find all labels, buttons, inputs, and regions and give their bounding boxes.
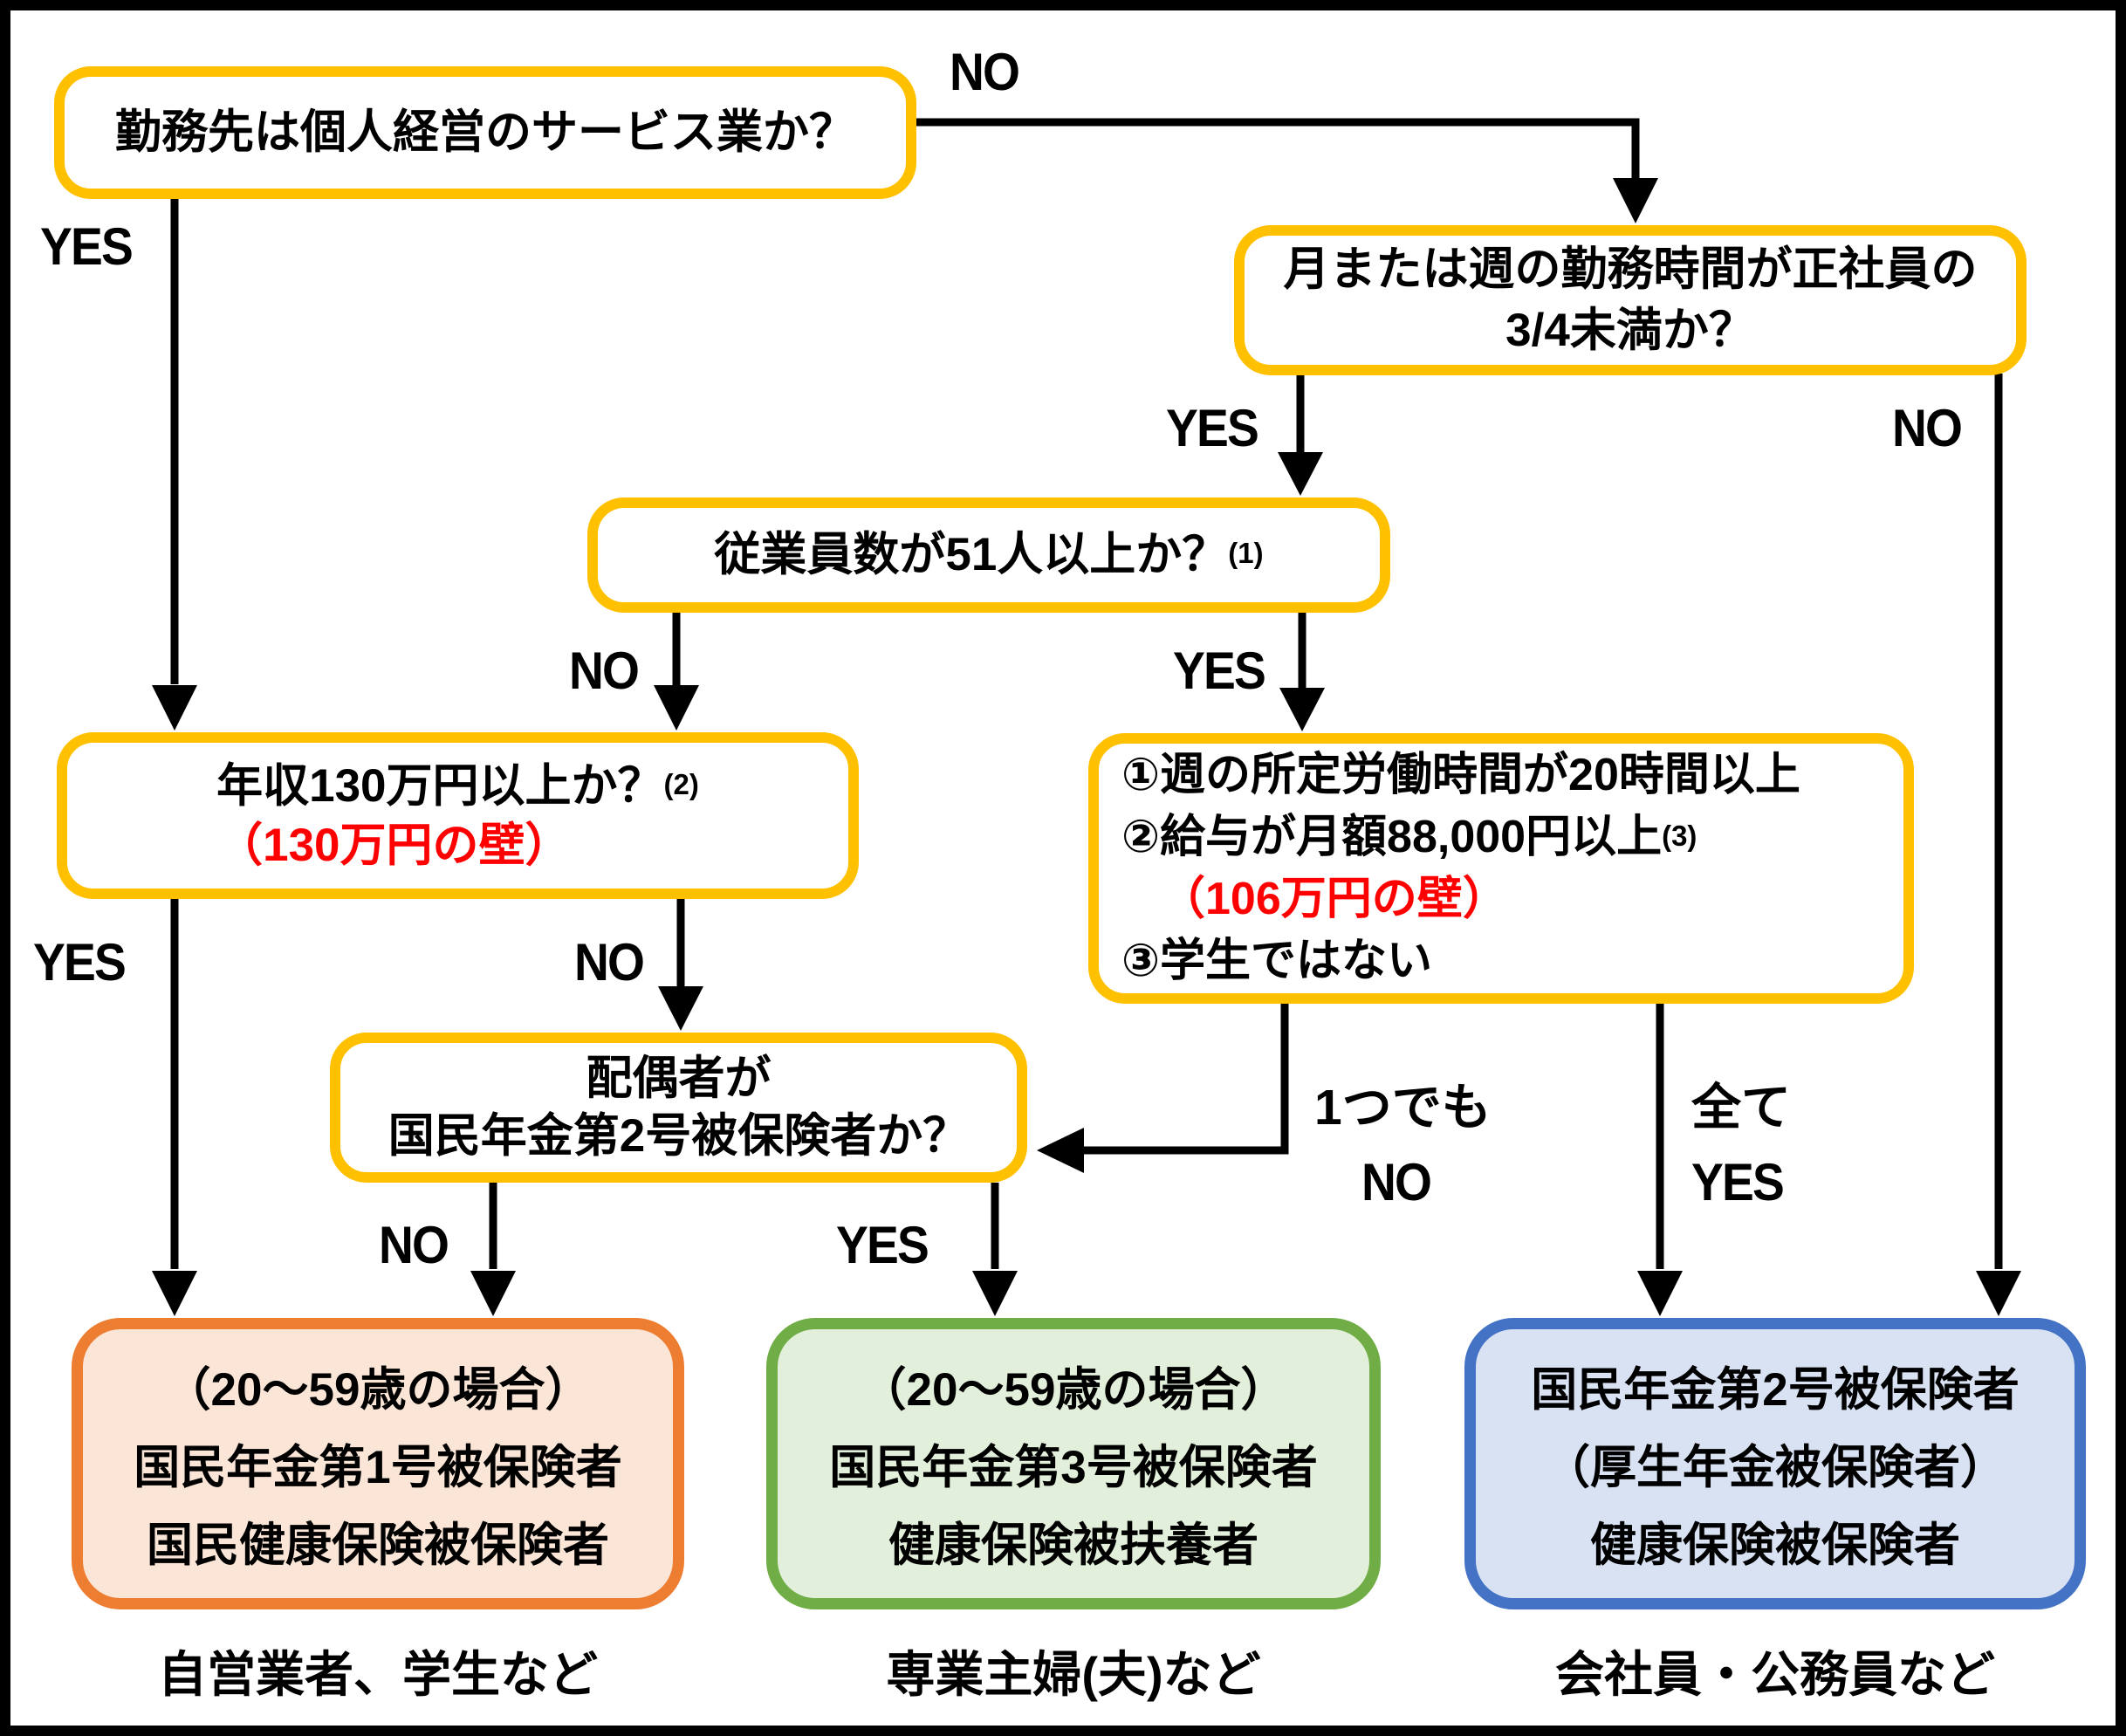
arrowhead-hours-no bbox=[1976, 1271, 2021, 1316]
footnote-marker-2: (2) bbox=[663, 767, 699, 800]
result-category1-line2: 国民年金第1号被保険者 bbox=[134, 1442, 622, 1493]
arrowhead-employees-no bbox=[654, 685, 699, 731]
note-130man-wall: （130万円の壁） bbox=[216, 819, 572, 871]
decision-box-work-hours-line2: 3/4未満か？ bbox=[1505, 305, 1755, 356]
decision-box-income-130-block: 年収130万円以上か？(2) （130万円の壁） bbox=[216, 757, 699, 875]
label-income-yes: YES bbox=[33, 933, 127, 992]
arrowhead-conditions-all-yes bbox=[1637, 1271, 1683, 1316]
decision-box-employee-count: 従業員数が51人以上か？(1) bbox=[587, 497, 1390, 613]
decision-box-spouse: 配偶者が 国民年金第2号被保険者か？ bbox=[330, 1033, 1027, 1183]
decision-box-spouse-line1: 配偶者が bbox=[586, 1053, 772, 1104]
note-106man-wall: （106万円の壁） bbox=[1160, 874, 1508, 924]
arrowhead-conditions-any-no bbox=[1037, 1128, 1084, 1173]
connector-lines bbox=[152, 118, 2021, 1316]
caption-category2: 会社員・公務員など bbox=[1555, 1647, 1995, 1702]
label-hours-yes: YES bbox=[1166, 399, 1259, 457]
arrowhead-spouse-yes bbox=[972, 1271, 1018, 1316]
label-conditions-any-no-2: NO bbox=[1361, 1153, 1432, 1211]
result-category3-line2: 国民年金第3号被保険者 bbox=[829, 1442, 1318, 1493]
decision-box-workplace: 勤務先は個人経営のサービス業か？ bbox=[54, 66, 916, 199]
label-hours-no: NO bbox=[1892, 399, 1963, 457]
label-conditions-all-yes-1: 全て bbox=[1691, 1080, 1791, 1136]
label-employees-no: NO bbox=[569, 642, 640, 700]
edge-conditions-any-no bbox=[1082, 1004, 1289, 1155]
footnote-marker-3: (3) bbox=[1662, 820, 1697, 852]
label-conditions-any-no-1: 1つでも bbox=[1314, 1080, 1492, 1136]
label-spouse-yes: YES bbox=[836, 1216, 929, 1274]
decision-box-income-130-question: 年収130万円以上か？(2) bbox=[216, 759, 699, 812]
label-workplace-no: NO bbox=[950, 43, 1020, 101]
condition-item-2: ②給与が月額88,000円以上(3) bbox=[1121, 812, 1697, 862]
decision-box-work-hours: 月または週の勤務時間が正社員の 3/4未満か？ bbox=[1234, 225, 2027, 375]
caption-category1: 自営業者、学生など bbox=[158, 1647, 598, 1702]
arrowhead-spouse-no bbox=[470, 1271, 516, 1316]
result-category3-line3: 健康保険被扶養者 bbox=[888, 1520, 1258, 1571]
decision-box-spouse-line2: 国民年金第2号被保険者か？ bbox=[387, 1110, 970, 1162]
result-box-category3: （20～59歳の場合） 国民年金第3号被保険者 健康保険被扶養者 bbox=[766, 1318, 1381, 1609]
arrowhead-income-yes bbox=[152, 1271, 197, 1316]
arrowhead-income-no bbox=[658, 986, 703, 1031]
arrowhead-employees-yes bbox=[1279, 688, 1325, 731]
decision-box-income-130: 年収130万円以上か？(2) （130万円の壁） bbox=[57, 732, 859, 899]
decision-box-work-hours-line1: 月または週の勤務時間が正社員の bbox=[1283, 244, 1978, 295]
label-income-no: NO bbox=[574, 933, 645, 992]
edge-workplace-no bbox=[916, 118, 1640, 180]
result-category3-line1: （20～59歳の場合） bbox=[860, 1364, 1287, 1416]
arrowhead-hours-yes bbox=[1278, 452, 1323, 496]
condition-item-1: ①週の所定労働時間が20時間以上 bbox=[1121, 750, 1800, 800]
caption-category3: 専業主婦(夫)など bbox=[886, 1647, 1261, 1702]
label-employees-yes: YES bbox=[1173, 642, 1266, 700]
label-workplace-yes: YES bbox=[40, 217, 134, 276]
label-spouse-no: NO bbox=[379, 1216, 449, 1274]
decision-box-part-time-conditions: ①週の所定労働時間が20時間以上 ②給与が月額88,000円以上(3) （106… bbox=[1088, 733, 1914, 1004]
label-conditions-all-yes-2: YES bbox=[1691, 1153, 1785, 1211]
result-category1-line3: 国民健康保険被保険者 bbox=[147, 1520, 609, 1571]
arrowhead-workplace-yes bbox=[152, 685, 197, 731]
result-box-category1: （20～59歳の場合） 国民年金第1号被保険者 国民健康保険被保険者 bbox=[72, 1318, 684, 1609]
result-category1-line1: （20～59歳の場合） bbox=[164, 1364, 592, 1416]
result-category2-line3: 健康保険被保険者 bbox=[1590, 1520, 1960, 1571]
condition-item-3: ③学生ではない bbox=[1121, 936, 1433, 986]
arrowhead-workplace-no bbox=[1613, 178, 1658, 223]
result-category2-line2: （厚生年金被保険者） bbox=[1544, 1442, 2006, 1493]
result-category2-line1: 国民年金第2号被保険者 bbox=[1531, 1364, 2020, 1416]
decision-box-workplace-text: 勤務先は個人経営のサービス業か？ bbox=[115, 106, 855, 158]
result-box-category2: 国民年金第2号被保険者 （厚生年金被保険者） 健康保険被保険者 bbox=[1464, 1318, 2086, 1609]
footnote-marker-1: (1) bbox=[1228, 537, 1264, 569]
decision-box-employee-count-text: 従業員数が51人以上か？(1) bbox=[714, 529, 1264, 580]
